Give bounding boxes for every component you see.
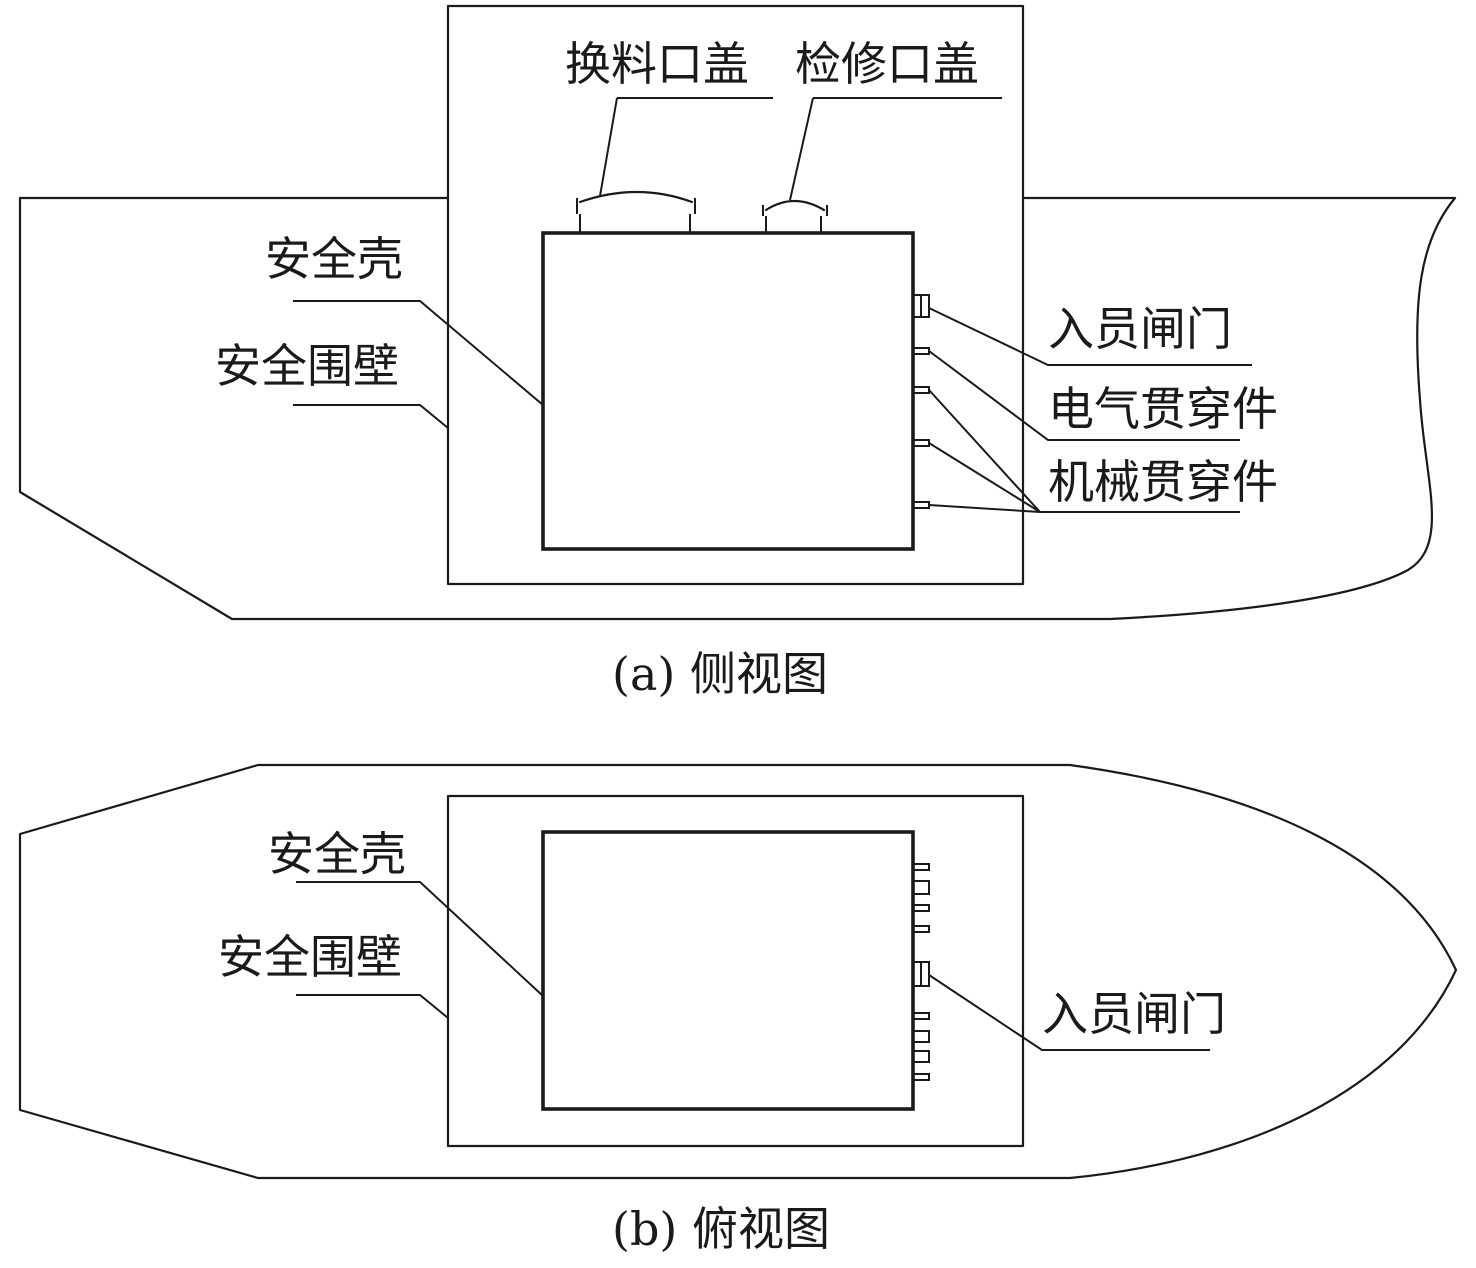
containment-side [541,231,915,551]
inspection-cover-label: 检修口盖 [795,37,979,91]
containment-label-side: 安全壳 [265,232,403,286]
penetration-stubs-top [912,863,930,1081]
refuel-cover-shape [576,190,696,233]
leaders-top [296,881,1210,1051]
top-view-caption: (b) 俯视图 [612,1202,830,1256]
safety-wall-label-top: 安全围壁 [218,930,402,984]
refuel-cover-label: 换料口盖 [565,37,749,91]
safety-wall-top [446,794,1025,1148]
personnel-airlock-side [912,294,930,318]
personnel-airlock-top [912,961,930,987]
inspection-cover-shape [762,200,828,233]
side-view-caption: (a) 侧视图 [612,647,828,701]
containment-label-top: 安全壳 [268,827,406,881]
hull-outline-side [18,196,1457,621]
hull-outline-top [18,763,1458,1180]
mechanical-penetration-label: 机械贯穿件 [1048,455,1278,509]
side-view: 换料口盖 检修口盖 安全壳 安全围壁 入员闸门 电气贯穿件 机械贯穿件 (a) … [18,4,1457,701]
penetration-stubs-side [912,347,930,509]
personnel-airlock-label-side: 入员闸门 [1048,302,1232,356]
top-view: 安全壳 安全围壁 入员闸门 (b) 俯视图 [18,763,1458,1256]
safety-wall-label-side: 安全围壁 [215,339,399,393]
containment-top [541,830,915,1111]
personnel-airlock-label-top: 入员闸门 [1042,987,1226,1041]
leaders-side [293,97,1252,513]
electrical-penetration-label: 电气贯穿件 [1048,382,1278,436]
safety-wall-side [446,4,1025,586]
